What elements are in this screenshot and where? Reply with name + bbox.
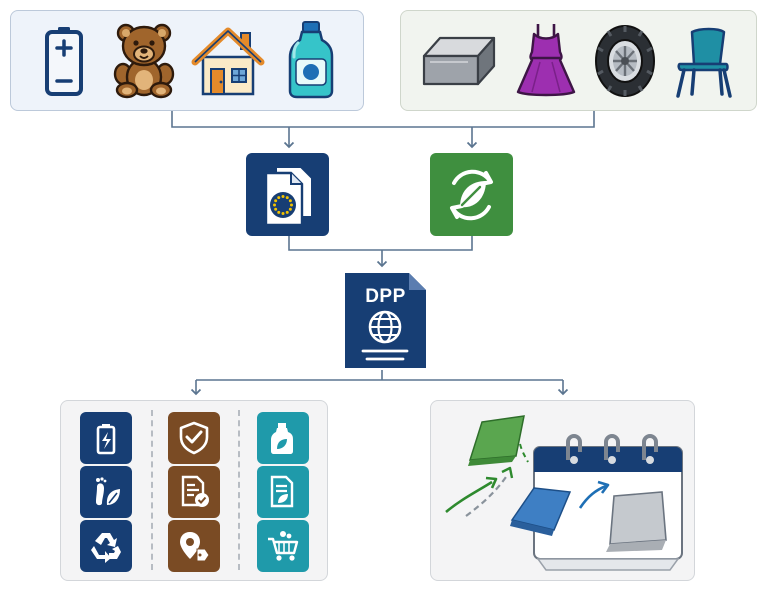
passport-label: DPP xyxy=(365,286,406,307)
battery-icon xyxy=(45,27,83,96)
eu-star-icon xyxy=(285,210,289,214)
circular-economy-icon xyxy=(430,153,513,236)
digital-product-passport: DPP xyxy=(343,271,428,370)
teddy-bear-icon xyxy=(113,23,175,99)
eu-star-icon xyxy=(273,203,276,207)
battery-charge-icon xyxy=(80,412,132,464)
shield-check-icon xyxy=(168,412,220,464)
chair-icon xyxy=(676,27,732,98)
metal-ingot-icon xyxy=(422,36,496,86)
dress-icon xyxy=(516,24,576,97)
eu-star-icon xyxy=(274,207,278,211)
passport-document-icon xyxy=(345,273,426,368)
eu-star-icon xyxy=(290,203,293,207)
detergent-bottle-icon xyxy=(288,21,334,99)
column-divider xyxy=(151,410,153,570)
eu-regulation-document-icon xyxy=(246,153,329,236)
location-tag-icon xyxy=(168,520,220,572)
eu-star-icon xyxy=(288,207,292,211)
bottle-leaf-icon xyxy=(257,412,309,464)
recycle-icon xyxy=(80,520,132,572)
column-divider xyxy=(238,410,240,570)
footprint-leaf-icon xyxy=(80,466,132,518)
eu-star-icon xyxy=(281,212,285,215)
eu-star-icon xyxy=(277,196,281,200)
eu-star-icon xyxy=(277,210,281,214)
calendar-timeline-icon xyxy=(445,415,683,571)
document-check-icon xyxy=(168,466,220,518)
house-icon xyxy=(191,27,265,96)
eu-star-icon xyxy=(288,199,292,203)
document-leaf-icon xyxy=(257,466,309,518)
shopping-cart-icon xyxy=(257,520,309,572)
eu-star-icon xyxy=(285,196,289,200)
tire-icon xyxy=(595,25,655,97)
eu-star-icon xyxy=(274,199,278,203)
eu-star-icon xyxy=(281,195,285,198)
